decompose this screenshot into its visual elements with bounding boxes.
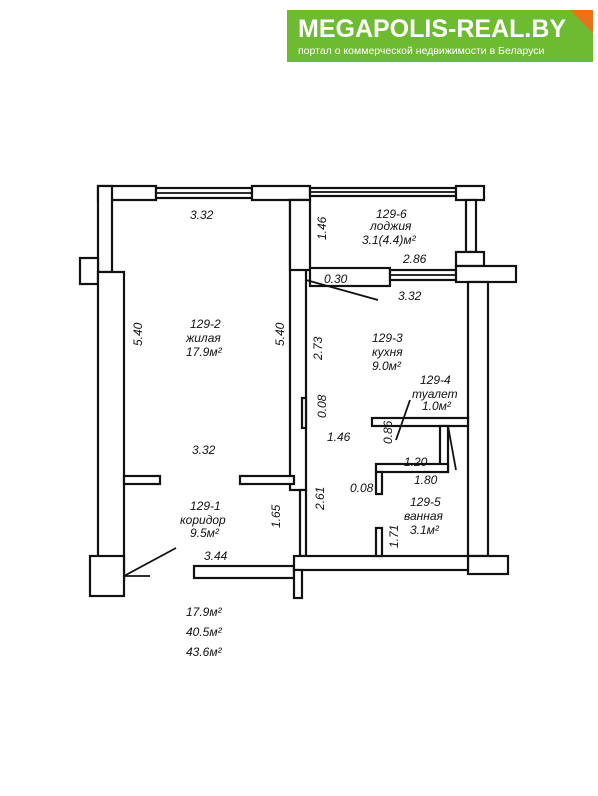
room-corridor-area: 9.5м² bbox=[190, 526, 220, 540]
wall-loggia-right bbox=[454, 264, 518, 284]
room-bath-id: 129-5 bbox=[410, 495, 441, 509]
area-totals: 17.9м² 40.5м² 43.6м² bbox=[186, 605, 223, 659]
room-bath: 129-5 ванная 3.1м² bbox=[404, 495, 444, 537]
dim-bath-length: 1.80 bbox=[414, 473, 438, 487]
wall-left bbox=[96, 270, 126, 582]
dim-partition-lower: 0.08 bbox=[350, 481, 374, 495]
dim-toilet-width: 0.86 bbox=[381, 420, 395, 444]
total-area: 40.5м² bbox=[186, 625, 223, 639]
watermark-title: MEGAPOLIS-REAL.BY bbox=[298, 15, 566, 43]
wall-loggia-bottom bbox=[308, 266, 392, 288]
dim-kitchen-partition: 1.46 bbox=[327, 430, 351, 444]
door-loggia bbox=[388, 268, 458, 282]
wall-right-bottom bbox=[466, 554, 510, 576]
loggia-pier-bottom bbox=[454, 250, 486, 268]
room-toilet-name: туалет bbox=[412, 387, 458, 401]
room-bath-area: 3.1м² bbox=[410, 523, 440, 537]
wall-corridor-right bbox=[298, 488, 308, 558]
door-swings bbox=[123, 279, 457, 577]
dim-corridor-inner: 1.65 bbox=[269, 504, 283, 528]
wall-bottom-stub bbox=[292, 568, 304, 600]
watermark-badge: MEGAPOLIS-REAL.BY портал о коммерческой … bbox=[287, 10, 593, 62]
watermark-corner-fold bbox=[570, 10, 593, 33]
watermark-background bbox=[287, 10, 593, 62]
wall-top-middle bbox=[250, 184, 312, 202]
dim-loggia-depth: 1.46 bbox=[315, 216, 329, 240]
loggia-pier bbox=[464, 198, 478, 254]
room-living-id: 129-2 bbox=[190, 317, 221, 331]
window-living bbox=[154, 186, 254, 200]
room-loggia-name: лоджия bbox=[369, 219, 412, 233]
wall-bath-top bbox=[374, 462, 450, 474]
room-living-name: жилая bbox=[185, 331, 221, 345]
wall-left-stub bbox=[78, 256, 100, 286]
total-living-area: 17.9м² bbox=[186, 605, 223, 619]
room-loggia-id: 129-6 bbox=[376, 207, 407, 221]
room-kitchen-id: 129-3 bbox=[372, 331, 403, 345]
wall-living-bottom-right bbox=[238, 474, 296, 486]
room-kitchen-area: 9.0м² bbox=[372, 359, 402, 373]
room-corridor: 129-1 коридор 9.5м² bbox=[180, 499, 226, 540]
dim-loggia-width: 2.86 bbox=[402, 252, 427, 266]
wall-left-upper bbox=[96, 184, 114, 274]
wall-bath-left-lower bbox=[374, 526, 384, 558]
dimension-labels: 3.32 5.40 5.40 3.32 1.46 2.86 0.30 3.32 … bbox=[131, 208, 438, 563]
total-area-with-loggia: 43.6м² bbox=[186, 645, 223, 659]
watermark-subtitle: портал о коммерческой недвижимости в Бел… bbox=[298, 45, 545, 57]
room-toilet-area: 1.0м² bbox=[422, 399, 452, 413]
dim-corridor-depth: 2.61 bbox=[313, 487, 327, 511]
loggia-pier-top bbox=[454, 184, 486, 202]
dim-kitchen-top: 3.32 bbox=[398, 289, 422, 303]
room-corridor-name: коридор bbox=[180, 513, 226, 527]
wall-left-bottom bbox=[88, 554, 126, 598]
wall-toilet-top bbox=[370, 416, 470, 428]
leader-line-0-86 bbox=[395, 399, 411, 441]
wall-bottom-kitchen bbox=[292, 554, 470, 572]
dim-toilet-length: 1.20 bbox=[404, 455, 428, 469]
room-loggia-area: 3.1(4.4)м² bbox=[362, 233, 417, 247]
leader-line-0-30 bbox=[305, 279, 379, 301]
dim-bath-width: 1.71 bbox=[387, 525, 401, 548]
wall-loggia-left bbox=[288, 198, 312, 272]
wall-living-bottom-left bbox=[122, 474, 162, 486]
dim-living-left: 5.40 bbox=[131, 322, 145, 346]
dim-corridor-width: 3.44 bbox=[204, 549, 228, 563]
room-kitchen-name: кухня bbox=[372, 345, 403, 359]
dim-living-bottom: 3.32 bbox=[192, 443, 216, 457]
room-living-area: 17.9м² bbox=[186, 345, 223, 359]
dim-partition-upper: 0.08 bbox=[315, 394, 329, 418]
dim-living-top: 3.32 bbox=[190, 208, 214, 222]
wall-bath-left bbox=[374, 470, 384, 496]
room-loggia: 129-6 лоджия 3.1(4.4)м² bbox=[362, 207, 417, 247]
door-toilet bbox=[447, 425, 457, 471]
walls bbox=[78, 184, 518, 600]
dim-living-right: 5.40 bbox=[273, 322, 287, 346]
wall-right bbox=[466, 280, 490, 558]
wall-bottom-left bbox=[192, 564, 296, 580]
room-toilet: 129-4 туалет 1.0м² bbox=[412, 373, 458, 413]
dim-wall-offset: 0.30 bbox=[324, 272, 348, 286]
room-corridor-id: 129-1 bbox=[190, 499, 221, 513]
door-entrance bbox=[123, 547, 177, 577]
wall-kitchen-partition bbox=[300, 396, 308, 430]
room-living: 129-2 жилая 17.9м² bbox=[185, 317, 223, 359]
window-loggia bbox=[308, 186, 458, 198]
room-bath-name: ванная bbox=[404, 509, 444, 523]
room-kitchen: 129-3 кухня 9.0м² bbox=[372, 331, 403, 373]
dim-kitchen-depth: 2.73 bbox=[311, 336, 325, 361]
room-toilet-id: 129-4 bbox=[420, 373, 451, 387]
